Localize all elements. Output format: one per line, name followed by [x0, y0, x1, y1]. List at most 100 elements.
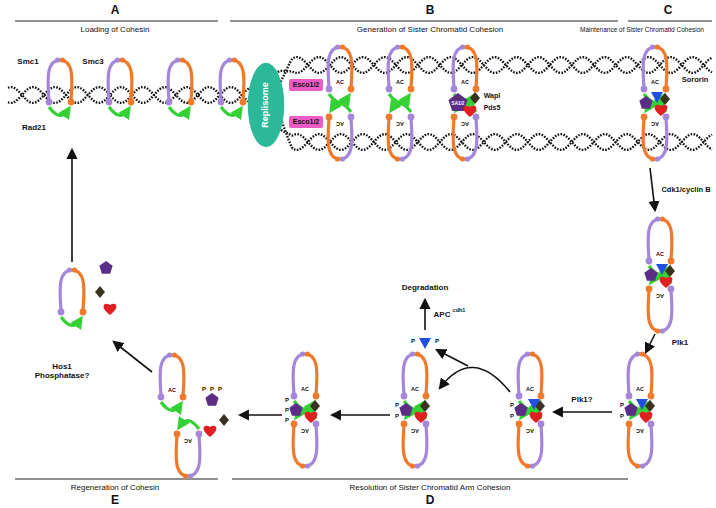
text-label: SA1/2	[452, 101, 465, 106]
acetyl-mark: AC	[184, 438, 192, 444]
sororin-triangle	[656, 264, 668, 275]
process-arrow	[646, 334, 655, 352]
acetyl-mark: AC	[336, 121, 344, 127]
text-label: Sororin	[682, 76, 709, 84]
text-label: Plk1?	[571, 396, 592, 405]
text-label: APC	[434, 311, 451, 320]
sororin-triangle	[419, 338, 431, 349]
acetyl-mark: AC	[651, 79, 659, 85]
phospho-mark: P	[285, 417, 289, 424]
phospho-mark: P	[620, 402, 624, 409]
header-rule	[230, 21, 618, 22]
text-label: E	[111, 494, 119, 507]
sa-pentagon	[639, 96, 652, 109]
cohesin-ring	[641, 104, 670, 162]
wapl-diamond	[219, 414, 229, 426]
text-label: Resolution of Sister Chromatid Arm Cohes…	[350, 484, 511, 493]
cohesin-ring	[106, 57, 135, 115]
text-label: Wapl	[484, 92, 500, 100]
cohesin-ring	[174, 421, 203, 479]
process-arrow	[650, 168, 655, 210]
text-label: Maintenance of Sister Chromatid Cohesion	[580, 26, 704, 33]
process-arrow	[440, 367, 510, 392]
phospho-mark: P	[210, 386, 214, 393]
text-label: C	[664, 4, 673, 17]
phospho-mark: P	[395, 413, 399, 420]
pds5-heart	[204, 426, 217, 437]
pds5-heart	[530, 412, 543, 423]
process-arrow	[114, 342, 152, 372]
text-label: Regeneration of Cohesin	[71, 484, 160, 493]
sororin-triangle	[651, 92, 663, 103]
text-label: Rad21	[22, 124, 46, 133]
process-arrow	[71, 150, 73, 262]
phospho-mark: P	[620, 413, 624, 420]
sa-pentagon	[205, 393, 218, 406]
acetyl-mark: AC	[656, 293, 664, 299]
replisome-ellipse: Replisome	[247, 62, 285, 148]
cohesin-ring	[326, 44, 355, 102]
sa-pentagon	[289, 403, 302, 416]
phospho-mark: P	[218, 386, 222, 393]
process-arrow	[554, 411, 612, 413]
cohesin-cycle	[8, 44, 712, 478]
cohesin-ring	[218, 57, 247, 115]
cohesin-ring	[158, 352, 187, 410]
pds5-heart	[640, 412, 653, 423]
phospho-mark: P	[411, 338, 415, 345]
replisome-shape	[248, 63, 284, 147]
wapl-diamond	[310, 400, 320, 412]
process-arrow	[240, 414, 282, 416]
acetyl-mark: AC	[168, 387, 176, 393]
wapl-diamond	[420, 400, 430, 412]
cohesin-ring	[626, 411, 655, 469]
process-arrow	[437, 350, 468, 366]
acetyl-mark: AC	[526, 386, 534, 392]
text-label: Smc3	[82, 58, 103, 67]
sa-pentagon	[99, 261, 112, 274]
phospho-mark: P	[395, 402, 399, 409]
acetyl-mark: AC	[636, 428, 644, 434]
pds5-heart	[104, 304, 117, 315]
wapl-diamond	[645, 400, 655, 412]
acetyl-mark: AC	[636, 386, 644, 392]
phospho-mark: P	[435, 338, 439, 345]
enzyme-box: Esco1/2	[289, 79, 323, 91]
cohesin-ring	[451, 104, 480, 162]
acetyl-mark: AC	[301, 428, 309, 434]
node-text: Esco1/2	[293, 118, 319, 126]
cohesin-ring	[401, 411, 430, 469]
header-rule	[628, 21, 712, 22]
text-label: cdh1	[453, 307, 466, 313]
cohesin-ring	[166, 57, 195, 115]
acetyl-mark: AC	[336, 79, 344, 85]
pds5-heart	[305, 412, 318, 423]
cohesin-ring	[291, 411, 320, 469]
header-rule	[15, 479, 218, 480]
phospho-mark: P	[510, 413, 514, 420]
cohesin-ring	[646, 276, 675, 334]
text-label: Cdk1/cyclin B	[661, 186, 710, 194]
cohesin-ring	[386, 44, 415, 102]
process-arrow	[332, 414, 390, 416]
phospho-mark: P	[285, 397, 289, 404]
acetyl-mark: AC	[526, 428, 534, 434]
text-label: B	[426, 4, 435, 17]
cohesin-ring	[58, 267, 87, 325]
enzyme-box: Esco1/2	[289, 116, 323, 128]
text-label: Generation of Sister Chromatid Cohesion	[357, 26, 503, 35]
cohesin-ring	[516, 411, 545, 469]
sororin-triangle	[636, 399, 648, 410]
header-rule	[15, 21, 218, 22]
text-label: Hos1 Phosphatase?	[30, 363, 94, 381]
acetyl-mark: AC	[301, 386, 309, 392]
sororin-triangle	[528, 399, 540, 410]
sa-pentagon	[624, 403, 637, 416]
sa-pentagon	[644, 268, 657, 281]
text-label: D	[426, 494, 435, 507]
pds5-heart	[655, 105, 668, 116]
wapl-diamond	[665, 265, 675, 277]
